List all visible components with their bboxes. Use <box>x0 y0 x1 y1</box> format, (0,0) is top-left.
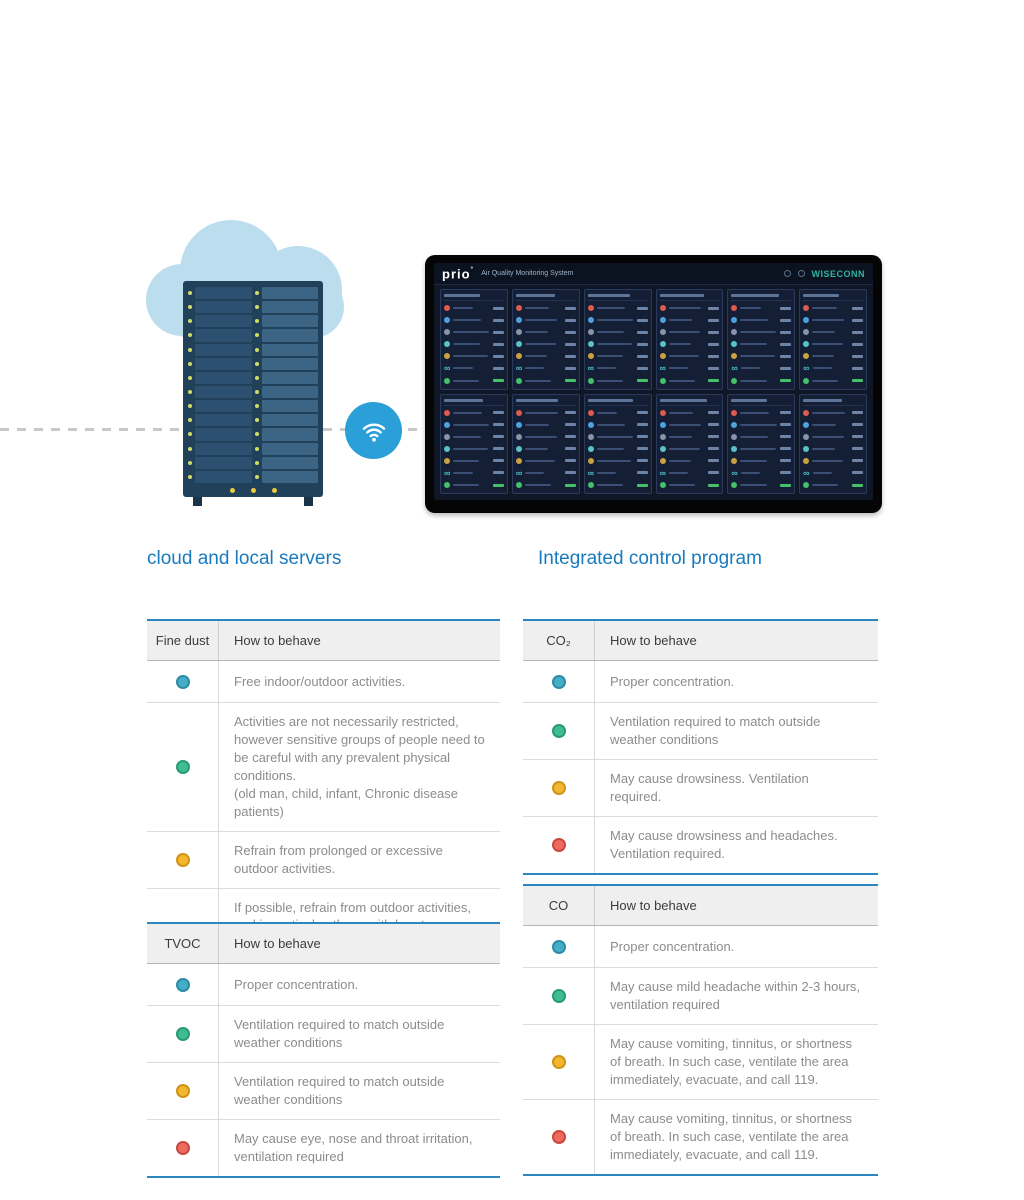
table-header: CO How to behave <box>523 886 878 926</box>
status-dot-green <box>175 1026 190 1041</box>
dashboard-panel: ∞ <box>583 289 652 390</box>
row-text: Ventilation required to match outside we… <box>610 714 821 747</box>
row-text: May cause drowsiness. Ventilation requir… <box>610 770 809 804</box>
dashboard-panel: ∞ <box>727 393 796 494</box>
status-dot-blue <box>551 674 566 689</box>
table-header-behave: How to behave <box>234 633 321 648</box>
table-co2: CO₂ How to behave Proper concentration. … <box>523 619 878 875</box>
server-indicator-lights <box>183 488 323 493</box>
caption-cloud-servers: cloud and local servers <box>147 548 342 569</box>
row-text: May cause drowsiness and headaches. Vent… <box>610 827 838 861</box>
dashboard-topbar: prio˚ Air Quality Monitoring System WISE… <box>434 263 873 285</box>
table-header: Fine dust How to behave <box>147 621 500 661</box>
table-row: May cause vomiting, tinnitus, or shortne… <box>523 1099 878 1174</box>
dashboard-grid: ∞∞∞∞∞∞∞∞∞∞∞∞ <box>440 289 867 494</box>
dashboard-panel: ∞ <box>440 393 508 494</box>
dashboard-panel: ∞ <box>799 393 867 494</box>
dashboard-panel: ∞ <box>440 289 508 390</box>
dashboard-title: Air Quality Monitoring System <box>481 270 574 277</box>
row-text: May cause vomiting, tinnitus, or shortne… <box>610 1110 853 1162</box>
table-row: May cause drowsiness. Ventilation requir… <box>523 759 878 817</box>
indicator-light <box>271 488 277 493</box>
refresh-icon <box>783 270 791 277</box>
monitor: prio˚ Air Quality Monitoring System WISE… <box>425 255 882 513</box>
table-header-behave: How to behave <box>610 898 697 913</box>
row-text: Activities are not necessarily restricte… <box>234 714 485 819</box>
row-text: May cause eye, nose and throat irritatio… <box>234 1130 473 1164</box>
status-dot-green <box>551 988 566 1003</box>
table-co: CO How to behave Proper concentration. M… <box>523 884 878 1176</box>
status-dot-green <box>175 759 190 774</box>
table-header-pollutant: CO <box>523 886 595 925</box>
row-text: May cause vomiting, tinnitus, or shortne… <box>610 1035 853 1087</box>
status-dot-blue <box>175 674 190 689</box>
status-dot-red <box>175 1140 190 1155</box>
row-text: May cause mild headache within 2-3 hours… <box>610 979 861 1012</box>
status-dot-red <box>551 837 566 852</box>
status-dot-blue <box>175 977 190 992</box>
table-row: May cause drowsiness and headaches. Vent… <box>523 816 878 873</box>
dashboard-panel: ∞ <box>727 289 796 390</box>
row-text: Ventilation required to match outside we… <box>234 1073 445 1107</box>
status-dot-blue <box>551 939 566 954</box>
table-header-behave: How to behave <box>234 936 321 951</box>
row-text: Proper concentration. <box>610 673 735 689</box>
wiseconn-brand: WISECONN <box>811 268 865 279</box>
table-row: Ventilation required to match outside we… <box>147 1006 500 1063</box>
table-header: CO₂ How to behave <box>523 621 878 661</box>
table-row: Ventilation required to match outside we… <box>147 1062 500 1120</box>
caption-integrated-control: Integrated control program <box>538 548 762 569</box>
row-text: Proper concentration. <box>610 938 735 954</box>
table-row: Refrain from prolonged or excessive outd… <box>147 831 500 889</box>
table-row: May cause vomiting, tinnitus, or shortne… <box>523 1024 878 1100</box>
table-header-behave: How to behave <box>610 633 697 648</box>
status-dot-yellow <box>175 852 190 867</box>
table-header-pollutant: Fine dust <box>147 621 219 660</box>
status-dot-green <box>551 723 566 738</box>
wifi-icon <box>345 402 402 459</box>
server-leg <box>193 497 202 506</box>
row-text: Free indoor/outdoor activities. <box>234 673 406 689</box>
status-dot-yellow <box>175 1083 190 1098</box>
dashboard-panel: ∞ <box>511 289 580 390</box>
table-row: Proper concentration. <box>523 926 878 968</box>
status-dot-yellow <box>551 780 566 795</box>
table-row: Proper concentration. <box>147 964 500 1006</box>
gear-icon <box>797 270 805 277</box>
table-row: Proper concentration. <box>523 661 878 703</box>
indicator-light <box>250 488 256 493</box>
table-row: May cause eye, nose and throat irritatio… <box>147 1119 500 1176</box>
prio-logo: prio˚ <box>442 265 475 282</box>
indicator-light <box>229 488 235 493</box>
table-tvoc: TVOC How to behave Proper concentration.… <box>147 922 500 1178</box>
server-rack <box>183 281 323 506</box>
table-header-pollutant: TVOC <box>147 924 219 963</box>
row-text: Proper concentration. <box>234 976 359 992</box>
table-header: TVOC How to behave <box>147 924 500 964</box>
dashboard-panel: ∞ <box>511 393 580 494</box>
status-dot-yellow <box>551 1054 566 1069</box>
server-leg <box>304 497 313 506</box>
dashboard-panel: ∞ <box>799 289 867 390</box>
table-header-pollutant: CO₂ <box>523 621 595 660</box>
row-text: Refrain from prolonged or excessive outd… <box>234 842 443 876</box>
table-row: Ventilation required to match outside we… <box>523 703 878 760</box>
dashboard-panel: ∞ <box>655 289 724 390</box>
table-row: Free indoor/outdoor activities. <box>147 661 500 703</box>
dashboard-screen: prio˚ Air Quality Monitoring System WISE… <box>434 263 873 500</box>
status-dot-red <box>551 1129 566 1144</box>
dashboard-panel: ∞ <box>583 393 652 494</box>
table-row: Activities are not necessarily restricte… <box>147 703 500 832</box>
row-text: Ventilation required to match outside we… <box>234 1017 445 1050</box>
dashboard-panel: ∞ <box>655 393 724 494</box>
table-row: May cause mild headache within 2-3 hours… <box>523 968 878 1025</box>
